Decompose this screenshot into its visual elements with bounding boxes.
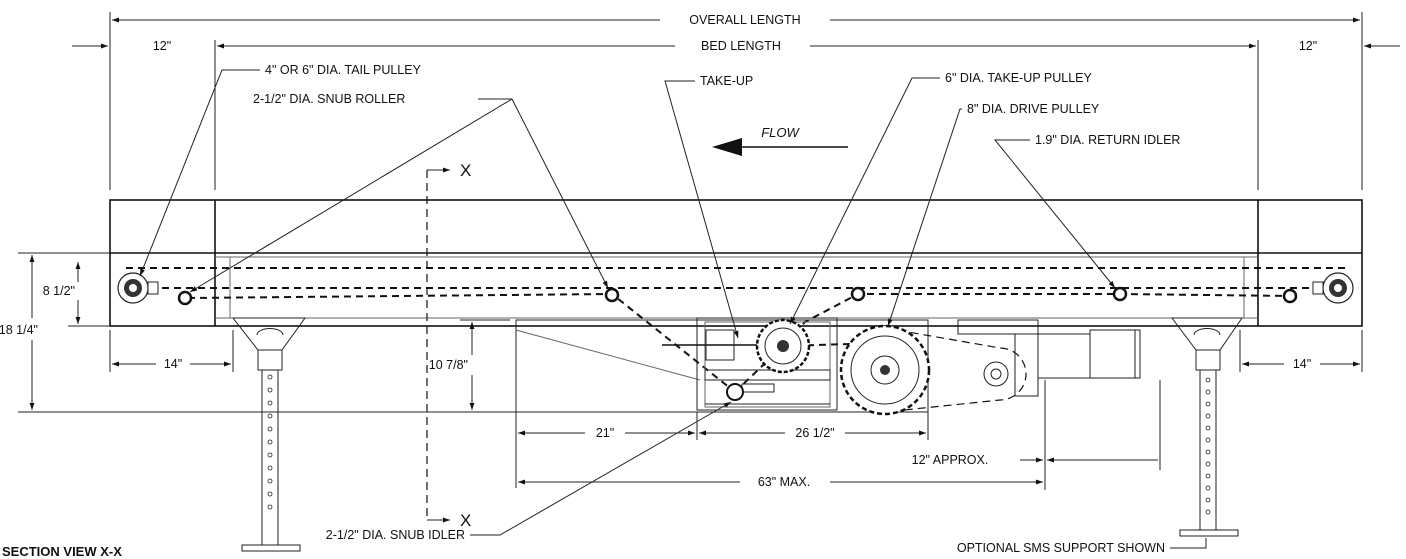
take-up-pulley [755, 318, 811, 374]
flow-indicator: FLOW [712, 125, 848, 156]
callout-tail-pulley: 4" OR 6" DIA. TAIL PULLEY [139, 63, 422, 277]
callout-support-note: OPTIONAL SMS SUPPORT SHOWN [957, 538, 1207, 555]
callout-return-idler: 1.9" DIA. RETURN IDLER [993, 133, 1180, 289]
section-mark-top: X [460, 161, 471, 180]
snub-rollers [177, 286, 1298, 306]
dim-26-5-label: 26 1/2" [795, 426, 834, 440]
dim-12-approx-label: 12" APPROX. [912, 453, 989, 467]
dim-63-max-label: 63" MAX. [758, 475, 810, 489]
section-mark-bottom: X [460, 511, 471, 530]
flow-label: FLOW [761, 125, 800, 140]
end-dimensions: 12" 12" [72, 39, 1400, 53]
take-up-label: TAKE-UP [700, 74, 753, 88]
support-note-label: OPTIONAL SMS SUPPORT SHOWN [957, 541, 1165, 555]
height-10-875-label: 10 7/8" [429, 358, 468, 372]
support-offset-dimensions: 14" 14" [109, 330, 1363, 372]
callout-snub-roller: 2-1/2" DIA. SNUB ROLLER [189, 92, 609, 293]
drive-dimensions: 21" 26 1/2" 12" APPROX. 63" MAX. [515, 380, 1161, 490]
overall-length-dimension: OVERALL LENGTH [109, 12, 1363, 190]
snub-roller-label: 2-1/2" DIA. SNUB ROLLER [253, 92, 405, 106]
drive-pulley [839, 324, 1027, 416]
tail-pulley-right [1312, 272, 1354, 304]
section-line: X X [426, 161, 471, 530]
dim-14-left-label: 14" [164, 357, 182, 371]
bed-length-dimension: BED LENGTH [214, 39, 1259, 190]
return-idler-label: 1.9" DIA. RETURN IDLER [1035, 133, 1180, 147]
end-right-label: 12" [1299, 39, 1317, 53]
snub-idler [726, 383, 744, 401]
dim-21-label: 21" [596, 426, 614, 440]
callout-take-up-pulley: 6" DIA. TAKE-UP PULLEY [789, 71, 1093, 325]
snub-idler-label: 2-1/2" DIA. SNUB IDLER [326, 528, 465, 542]
bed-length-label: BED LENGTH [701, 39, 781, 53]
height-18-25-label: 18 1/4" [0, 323, 38, 337]
overall-length-label: OVERALL LENGTH [689, 13, 800, 27]
section-view-title: SECTION VIEW X-X [2, 544, 122, 559]
callout-take-up: TAKE-UP [664, 74, 753, 339]
callout-snub-idler: 2-1/2" DIA. SNUB IDLER [326, 401, 732, 542]
height-8-5-label: 8 1/2" [43, 284, 75, 298]
support-right [1171, 317, 1243, 537]
support-left [231, 317, 306, 552]
dim-14-right-label: 14" [1293, 357, 1311, 371]
tail-pulley-left [117, 272, 159, 304]
conveyor-frame [109, 199, 1363, 327]
end-left-label: 12" [153, 39, 171, 53]
drive-pulley-label: 8" DIA. DRIVE PULLEY [967, 102, 1100, 116]
callout-drive-pulley: 8" DIA. DRIVE PULLEY [887, 102, 1100, 327]
tail-pulley-label: 4" OR 6" DIA. TAIL PULLEY [265, 63, 422, 77]
motor [957, 319, 1141, 397]
height-dimensions: 8 1/2" 18 1/4" 10 7/8" [0, 252, 520, 413]
take-up-pulley-label: 6" DIA. TAKE-UP PULLEY [945, 71, 1093, 85]
